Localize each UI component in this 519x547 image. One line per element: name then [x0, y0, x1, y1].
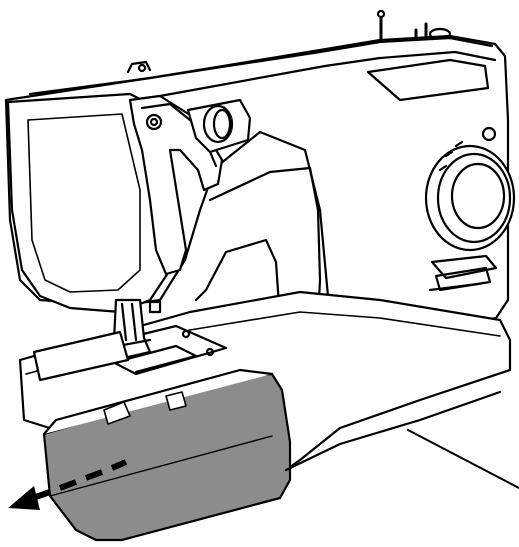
thread-guide — [126, 60, 152, 74]
work-surface-line — [407, 429, 519, 489]
stitch-length-lever — [428, 254, 498, 292]
handwheel — [424, 140, 516, 252]
extension-table — [42, 368, 292, 542]
tension-dial — [186, 98, 252, 154]
top-control-panel — [366, 58, 490, 102]
dashed-arrow-left-icon — [8, 459, 128, 510]
base-edge — [284, 390, 502, 472]
